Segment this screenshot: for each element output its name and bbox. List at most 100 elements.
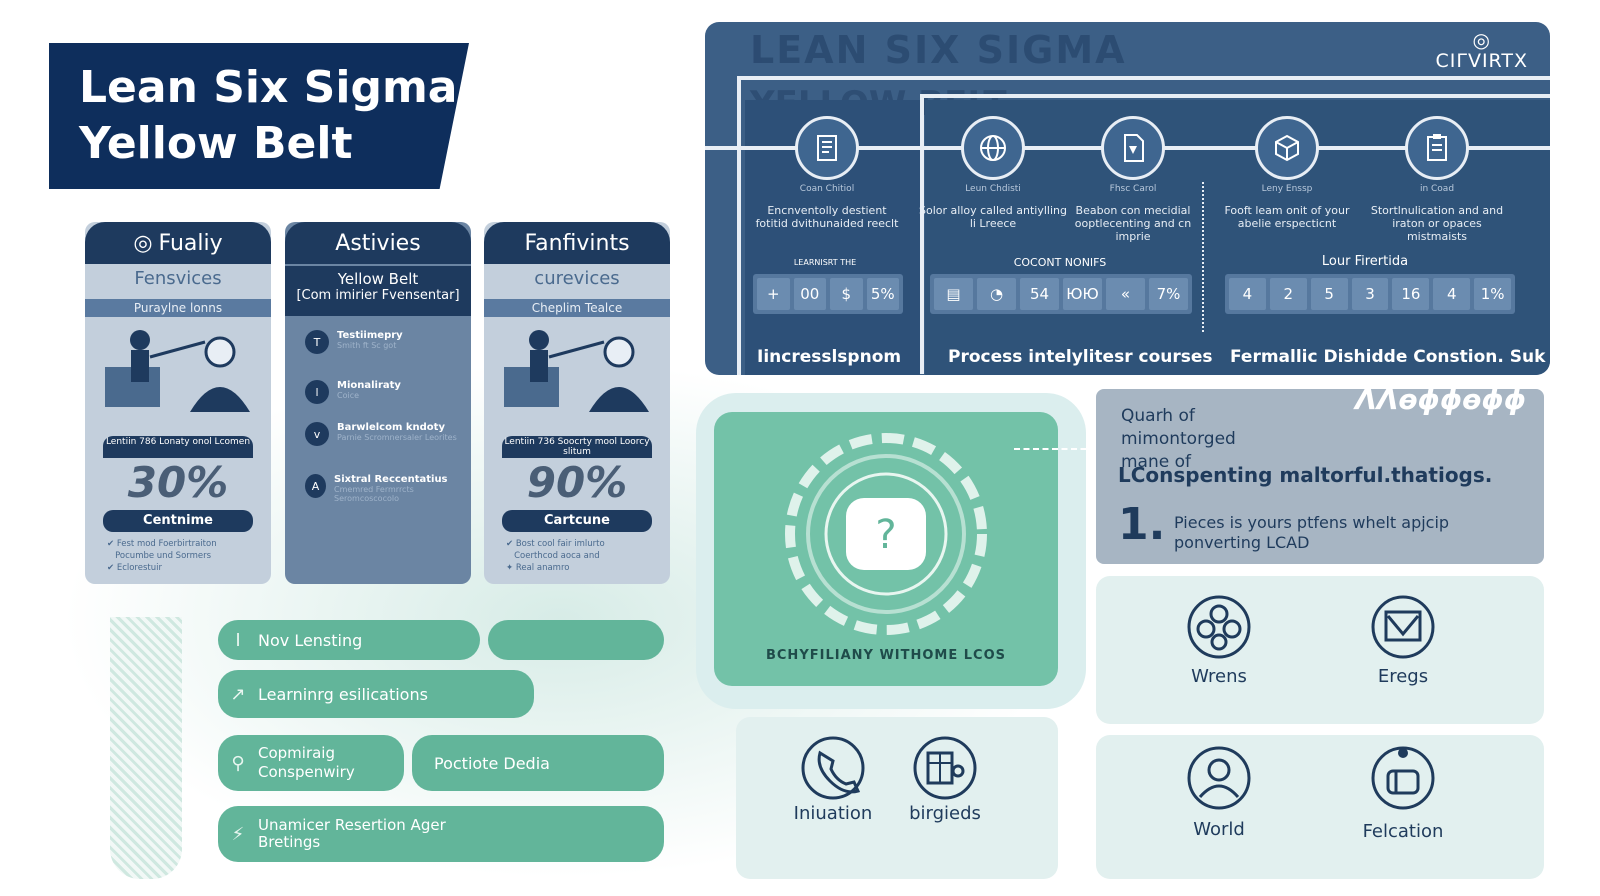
quote-line: Quarh of bbox=[1121, 406, 1195, 426]
card1-pill: Centnime bbox=[103, 510, 253, 532]
quote-scribble: ɅɅɵɸɸɵɸɸ bbox=[1354, 383, 1526, 416]
card1-stat-value: 30% bbox=[127, 458, 229, 507]
card3-bullets: ✔ Bost cool fair imlurto Coerthcod aoca … bbox=[506, 538, 660, 574]
quote-panel: Quarh of mimontorged mane of ɅɅɵɸɸɵɸɸ LC… bbox=[1096, 385, 1544, 564]
button-label: Copmiraig Conspenwiry bbox=[258, 744, 355, 781]
strip2-cell: « bbox=[1106, 278, 1145, 310]
item5-tiny: in Coad bbox=[1419, 184, 1455, 194]
quote-line: mimontorged bbox=[1121, 429, 1236, 449]
list-icon: A bbox=[305, 474, 327, 498]
card3-stat-label: Lentiin 736 Soocrty mool Loorcy slitum bbox=[502, 436, 652, 458]
card1-header[interactable]: ◎Fualiy bbox=[85, 222, 271, 264]
quote-headline: LConspenting maltorful.thatiogs. bbox=[1118, 463, 1493, 487]
list-item-sub: Parnie Scromnersaler Leorites bbox=[337, 433, 457, 442]
strip1-label: LEARNISRT THE bbox=[793, 258, 857, 267]
item1-desc: Encnventolly destient fotitid dvithunaid… bbox=[755, 204, 899, 230]
document-icon bbox=[795, 116, 859, 180]
card1-stat-label: Lentiin 786 Lonaty onol Lcomen bbox=[103, 436, 253, 458]
item4-desc: Fooft leam onit of your abelie erspectic… bbox=[1224, 204, 1350, 230]
item1-tiny: Coan Chitiol bbox=[799, 184, 855, 194]
strip3-label: Lour Firertida bbox=[1321, 254, 1409, 269]
strip3-cell: 4 bbox=[1229, 278, 1266, 310]
card2-bar: [Com imirier Fvensentar] bbox=[296, 288, 460, 303]
cube-icon bbox=[1255, 116, 1319, 180]
card1-bullets: ✔ Fest mod Foerbirtraiton Pocumbe und So… bbox=[107, 538, 261, 574]
card1-bullet: Pocumbe und Sormers bbox=[115, 551, 212, 561]
strip1-cell: + bbox=[757, 278, 790, 310]
icon-panel-bottom: World Felcation bbox=[1096, 735, 1544, 879]
list-icon: l bbox=[305, 380, 329, 404]
quote-intro: Quarh of mimontorged mane of bbox=[1121, 405, 1236, 474]
strip1-cell: 5% bbox=[866, 278, 899, 310]
banner-dotted-divider bbox=[1202, 182, 1204, 332]
title-box: Lean Six Sigma Yellow Belt bbox=[49, 43, 469, 189]
button-icon: I bbox=[235, 629, 241, 651]
card-fanfivints: Fanfivints curevices Cheplim Tealce Lent… bbox=[484, 222, 670, 584]
list-item-title: Testiimepry bbox=[337, 330, 403, 341]
strip3-cell: 16 bbox=[1392, 278, 1430, 310]
strip3-cell: 4 bbox=[1433, 278, 1471, 310]
card2-header[interactable]: Astivies bbox=[285, 222, 471, 264]
card3-header-label: Fanfivints bbox=[524, 230, 630, 256]
list-item-title: Sixtral Reccentatius bbox=[334, 474, 448, 485]
resertion-ager-button[interactable]: ⚡ Unamicer Resertion Ager Bretings bbox=[218, 806, 664, 862]
building-icon bbox=[913, 736, 977, 800]
clipboard-icon bbox=[1405, 116, 1469, 180]
strip2-cell: ▤ bbox=[934, 278, 973, 310]
card3-bullet: ✦ Real anamro bbox=[506, 563, 570, 573]
link-icon: ⚲ bbox=[231, 752, 245, 774]
poctiote-dedia-button[interactable]: Poctiote Dedia bbox=[412, 735, 664, 791]
item5-desc: Stortlnulication and and iraton or opace… bbox=[1370, 204, 1504, 243]
card-astivies: Astivies Yellow Belt [Com imirier Fvense… bbox=[285, 222, 471, 584]
bolt-icon: ⚡ bbox=[231, 823, 245, 845]
card3-header[interactable]: Fanfivints bbox=[484, 222, 670, 264]
quote-number: 1. bbox=[1118, 499, 1166, 550]
card1-bullet: ✔ Eclorestuir bbox=[107, 563, 162, 573]
card1-header-label: Fualiy bbox=[158, 230, 223, 256]
strip2: ▤ ◔ 54 ЮЮ « 7% bbox=[930, 274, 1192, 314]
hatched-panel bbox=[110, 617, 182, 879]
strip3-cell: 3 bbox=[1351, 278, 1389, 310]
brand-logo: ◎ CIΓVIRTX bbox=[1435, 28, 1528, 72]
button-label: Unamicer Resertion Ager Bretings bbox=[258, 816, 446, 851]
strip2-cell: 54 bbox=[1020, 278, 1059, 310]
card3-stat-value: 90% bbox=[526, 458, 628, 507]
button-label: Poctiote Dedia bbox=[434, 753, 550, 773]
icon-panel-top: Wrens Eregs bbox=[1096, 576, 1544, 724]
card3-sub: curevices bbox=[534, 268, 620, 289]
card2-header-label: Astivies bbox=[335, 230, 421, 256]
banner-footer-1: Iincresslspnom bbox=[757, 347, 902, 367]
strip1-cell: $ bbox=[830, 278, 863, 310]
list-item-title: Barwlelcom kndoty bbox=[337, 422, 445, 433]
brand-name: CIΓVIRTX bbox=[1435, 50, 1528, 72]
title-line1: Lean Six Sigma bbox=[79, 62, 458, 113]
icon-label: Iniuation bbox=[793, 803, 873, 824]
center-caption: BCHYFILIANY WITHOME LCOS bbox=[765, 648, 1007, 663]
strip2-cell: 7% bbox=[1149, 278, 1188, 310]
card3-pill: Cartcune bbox=[502, 510, 652, 532]
competing-button[interactable]: ⚲ Copmiraig Conspenwiry bbox=[218, 735, 404, 791]
learning-applications-button[interactable]: ↗Learninrg esilications bbox=[218, 670, 534, 718]
globe-icon bbox=[961, 116, 1025, 180]
card2-sub: Yellow Belt bbox=[337, 270, 419, 288]
banner-footer-3: Fermallic Dishidde Constion. Suk bbox=[1230, 347, 1546, 367]
card2-subhead: Yellow Belt [Com imirier Fvensentar] bbox=[285, 266, 471, 316]
strip3-cell: 2 bbox=[1269, 278, 1307, 310]
strip1-cell: 00 bbox=[793, 278, 826, 310]
gear-icon: ? bbox=[785, 433, 987, 635]
icon-label: birgieds bbox=[909, 803, 981, 824]
banner-footer-2: Process intelylitesr courses bbox=[948, 347, 1213, 367]
quote-text: Pieces is yours ptfens whelt apjcip ponv… bbox=[1174, 513, 1450, 552]
people-icon bbox=[1371, 746, 1435, 810]
banner-line-top bbox=[740, 76, 1550, 80]
icon-label: Felcation bbox=[1362, 821, 1444, 842]
target-icon: ◎ bbox=[133, 230, 153, 256]
arrow-icon: ↗ bbox=[230, 683, 246, 705]
banner-line-divider bbox=[920, 94, 924, 374]
